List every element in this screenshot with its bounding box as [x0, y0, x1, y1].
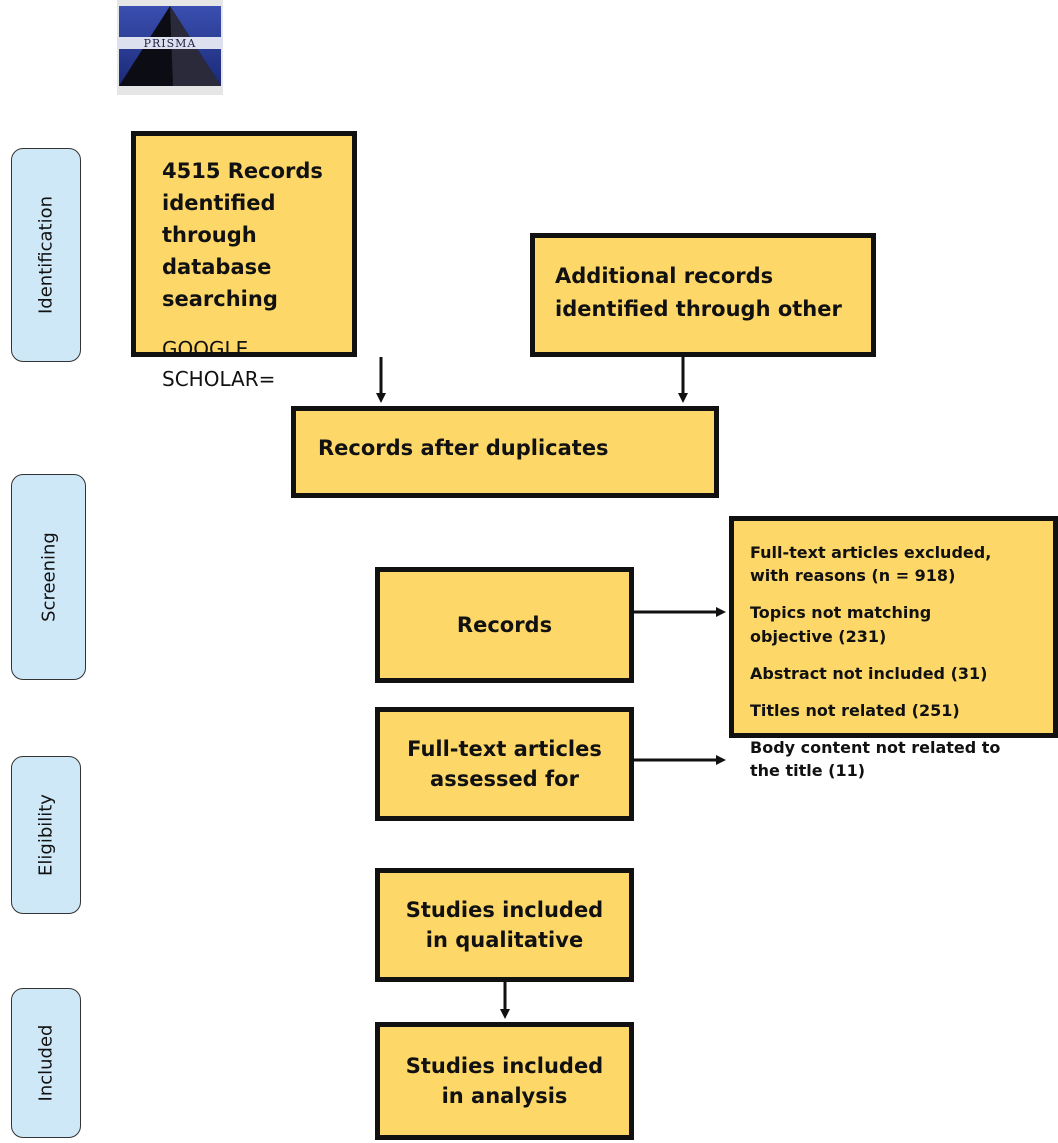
studies-analysis-box: Studies included in analysis — [375, 1022, 634, 1140]
exclusion-reason-titles: Titles not related (251) — [750, 700, 960, 720]
records-identified-line3: searching — [162, 286, 278, 311]
records-identified-line1: 4515 Records identified — [162, 159, 323, 215]
records-after-duplicates-text: Records after duplicates — [318, 436, 609, 460]
prisma-logo: PRISMA — [117, 0, 223, 95]
studies-qualitative-line1: Studies included — [405, 897, 604, 922]
exclusion-reason-body-line2: the title (11) — [750, 761, 866, 781]
logo-text: PRISMA — [144, 37, 197, 50]
exclusion-reason-topics-line1: Topics not matching — [750, 603, 932, 623]
stage-included-label: Included — [35, 1024, 57, 1102]
full-text-assessed-line2: assessed for — [430, 767, 579, 791]
stage-screening: Screening — [11, 474, 86, 680]
stage-eligibility: Eligibility — [11, 756, 81, 914]
stage-identification: Identification — [11, 148, 81, 362]
records-identified-box: 4515 Records identified through database… — [131, 131, 357, 391]
studies-qualitative-box: Studies included in qualitative — [375, 868, 634, 982]
exclusions-header: Full-text articles excluded, with reason… — [750, 541, 1053, 587]
exclusion-reason-body-line1: Body content not related to — [750, 738, 1001, 758]
stage-identification-label: Identification — [35, 195, 57, 315]
records-text: Records — [456, 612, 553, 637]
stage-eligibility-label: Eligibility — [35, 794, 57, 876]
exclusions-header-line2: with reasons (n = 918) — [750, 566, 956, 586]
prisma-logo-graphic: PRISMA — [117, 0, 223, 95]
additional-records-line1: Additional records — [555, 264, 774, 288]
additional-records-line2: identified through other — [555, 296, 842, 321]
studies-analysis-line1: Studies included — [405, 1053, 604, 1078]
studies-qualitative-line2: in qualitative — [425, 928, 584, 952]
records-box: Records — [375, 567, 634, 683]
exclusion-reason-abstract: Abstract not included (31) — [750, 663, 988, 683]
stage-screening-label: Screening — [38, 532, 59, 622]
exclusions-header-line1: Full-text articles excluded, — [750, 543, 992, 562]
full-text-assessed-box: Full-text articles assessed for — [375, 707, 634, 821]
stage-included: Included — [11, 988, 81, 1138]
records-identified-line2: through database — [162, 222, 272, 279]
exclusions-box: Full-text articles excluded, with reason… — [729, 516, 1058, 780]
full-text-assessed-line1: Full-text articles — [407, 736, 602, 761]
records-after-duplicates-box: Records after duplicates — [291, 406, 719, 498]
studies-analysis-line2: in analysis — [441, 1084, 568, 1108]
exclusion-reason-topics-line2: objective (231) — [750, 626, 887, 646]
exclusion-reason-body: Body content not related to the title (1… — [750, 736, 1053, 782]
records-identified-source: GOOGLE SCHOLAR= — [162, 336, 276, 391]
exclusion-reason-topics: Topics not matching objective (231) — [750, 601, 1053, 647]
additional-records-box: Additional records identified through ot… — [530, 233, 876, 357]
